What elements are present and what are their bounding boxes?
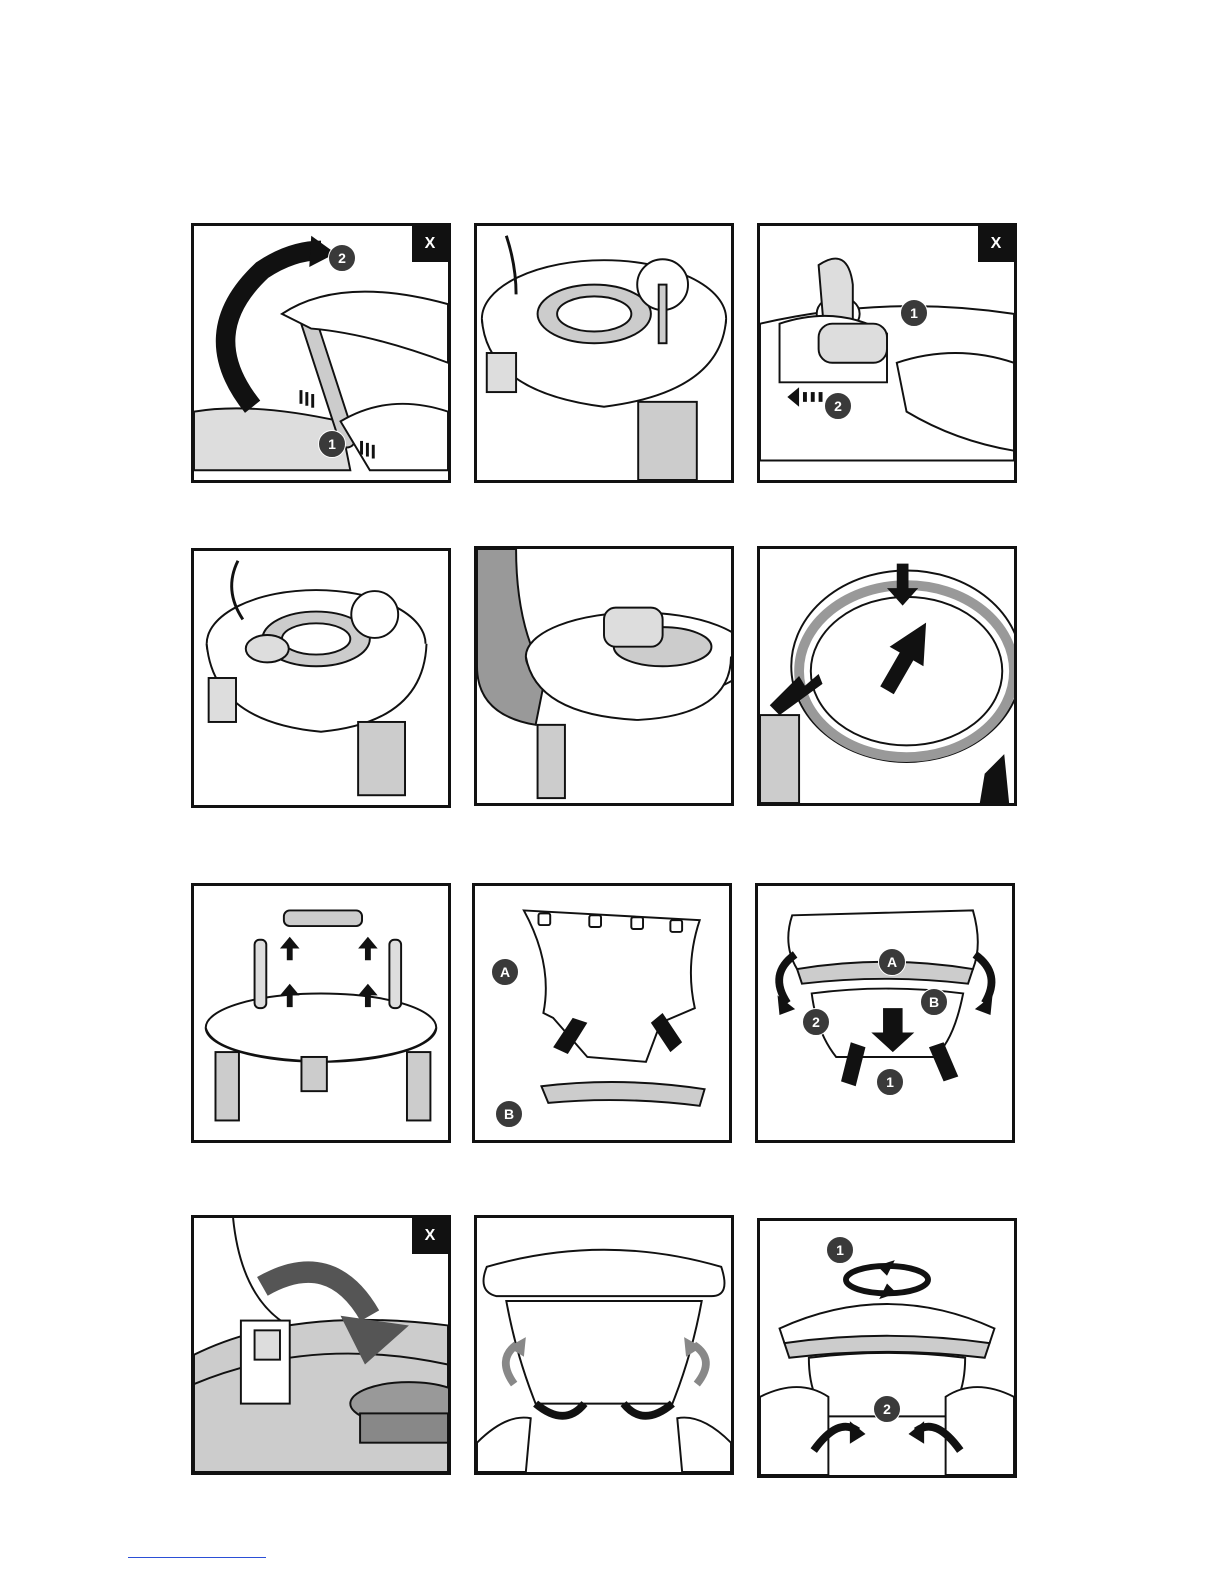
instruction-panel-5 [474,546,734,806]
removal-step-tag: X [978,226,1014,262]
step-badge-1: 1 [318,430,346,458]
instruction-panel-12: 1 2 [757,1218,1017,1478]
instruction-panel-8: A B [472,883,732,1143]
illustration-seat-ring [760,549,1014,803]
footer-link-underline [128,1557,266,1558]
instruction-panel-3: X 1 2 [757,223,1017,483]
step-badge-2: 2 [328,244,356,272]
instruction-panel-1: X 2 1 [191,223,451,483]
part-label-b: B [495,1100,523,1128]
instruction-panel-10: X [191,1215,451,1475]
instruction-panel-7 [191,883,451,1143]
step-badge-1: 1 [876,1068,904,1096]
step-badge-1: 1 [900,299,928,327]
part-label-a: A [491,958,519,986]
instruction-panel-9: A B 2 1 [755,883,1015,1143]
illustration-activity-tray [477,226,731,480]
illustration-adjust-seat [760,1221,1014,1475]
instruction-panel-6 [757,546,1017,806]
instruction-panel-11 [474,1215,734,1475]
illustration-remove-toys-and-ring [194,886,448,1140]
step-badge-2: 2 [873,1395,901,1423]
instruction-panel-4 [191,548,451,808]
illustration-assembled-activity-center [194,551,448,805]
instruction-panel-2 [474,223,734,483]
removal-step-tag: X [412,1218,448,1254]
step-badge-2: 2 [802,1008,830,1036]
part-label-a: A [878,948,906,976]
illustration-insert-seat [194,1218,448,1472]
step-badge-2: 2 [824,392,852,420]
part-label-b: B [920,988,948,1016]
illustration-attach-fabric-to-ring [758,886,1012,1140]
step-badge-1: 1 [826,1236,854,1264]
illustration-detach-toy [760,226,1014,480]
illustration-secure-fabric-straps [477,1218,731,1472]
removal-step-tag: X [412,226,448,262]
illustration-lift-activity-center [477,549,731,803]
